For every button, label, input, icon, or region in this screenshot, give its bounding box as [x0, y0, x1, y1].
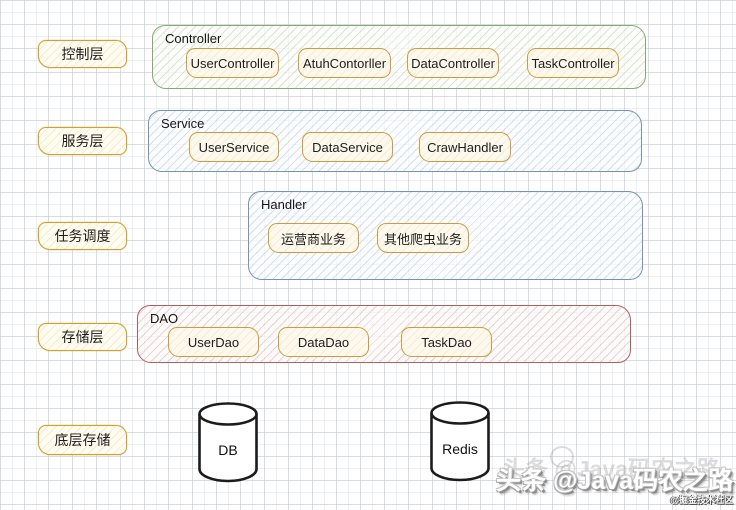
node-label: 运营商业务 [280, 231, 346, 247]
database-cylinder-icon [430, 401, 490, 482]
node-crawhandler: CrawHandler [419, 132, 511, 162]
layer-label-task-scheduling: 任务调度 [38, 222, 127, 250]
node-label: UserService [198, 139, 270, 155]
group-handler-title: Handler [261, 197, 307, 212]
watermark-badge: @掘金技术社区 [670, 495, 733, 505]
node-label: TaskDao [421, 334, 472, 350]
group-dao: DAO UserDao DataDao TaskDao [137, 305, 631, 363]
redis-label: Redis [442, 441, 478, 457]
ghost-logo-circle [550, 446, 574, 468]
group-controller-title: Controller [165, 31, 222, 46]
node-carrier-business: 运营商业务 [268, 223, 359, 253]
watermark: 头条 @Java码农之路 @掘金技术社区 [496, 461, 733, 506]
watermark-ghost: 头条 @Java码农之路 [502, 456, 720, 482]
layer-label-storage: 存储层 [38, 323, 127, 351]
layer-label-service: 服务层 [38, 127, 127, 155]
group-service: Service UserService DataService CrawHand… [148, 110, 642, 172]
redis-cylinder: Redis [429, 400, 491, 482]
node-taskdao: TaskDao [401, 327, 492, 357]
layer-label-text: 服务层 [61, 133, 104, 149]
database-cylinder-icon [198, 402, 258, 483]
layer-label-text: 任务调度 [54, 228, 111, 244]
node-taskcontroller: TaskController [527, 48, 619, 78]
node-label: UserController [190, 55, 275, 71]
group-controller: Controller UserController AtuhContorller… [152, 25, 646, 89]
node-label: CrawHandler [427, 139, 503, 155]
layer-label-text: 存储层 [61, 329, 104, 345]
db-label: DB [218, 442, 238, 458]
node-label: DataController [411, 55, 495, 71]
node-label: DataService [312, 139, 383, 155]
node-usercontroller: UserController [186, 48, 279, 78]
node-label: DataDao [297, 334, 350, 350]
layer-label-base-storage: 底层存储 [38, 425, 127, 455]
node-label: 其他爬虫业务 [383, 231, 462, 247]
layer-label-text: 控制层 [61, 46, 104, 62]
node-userdao: UserDao [168, 327, 259, 357]
node-other-crawler-business: 其他爬虫业务 [377, 223, 469, 253]
group-handler: Handler 运营商业务 其他爬虫业务 [248, 191, 643, 280]
node-label: UserDao [187, 334, 240, 350]
node-label: AtuhContorller [302, 55, 387, 71]
node-datacontroller: DataController [407, 48, 499, 78]
node-dataservice: DataService [302, 132, 393, 162]
node-atuhcontorller: AtuhContorller [298, 48, 391, 78]
node-datadao: DataDao [278, 327, 369, 357]
node-label: TaskController [531, 55, 615, 71]
layer-label-control: 控制层 [38, 40, 127, 68]
watermark-text: 头条 @Java码农之路 [496, 467, 733, 495]
group-dao-title: DAO [150, 311, 179, 326]
group-service-title: Service [161, 116, 205, 131]
layer-label-text: 底层存储 [54, 432, 111, 448]
db-cylinder: DB [197, 401, 259, 483]
node-userservice: UserService [189, 132, 279, 162]
